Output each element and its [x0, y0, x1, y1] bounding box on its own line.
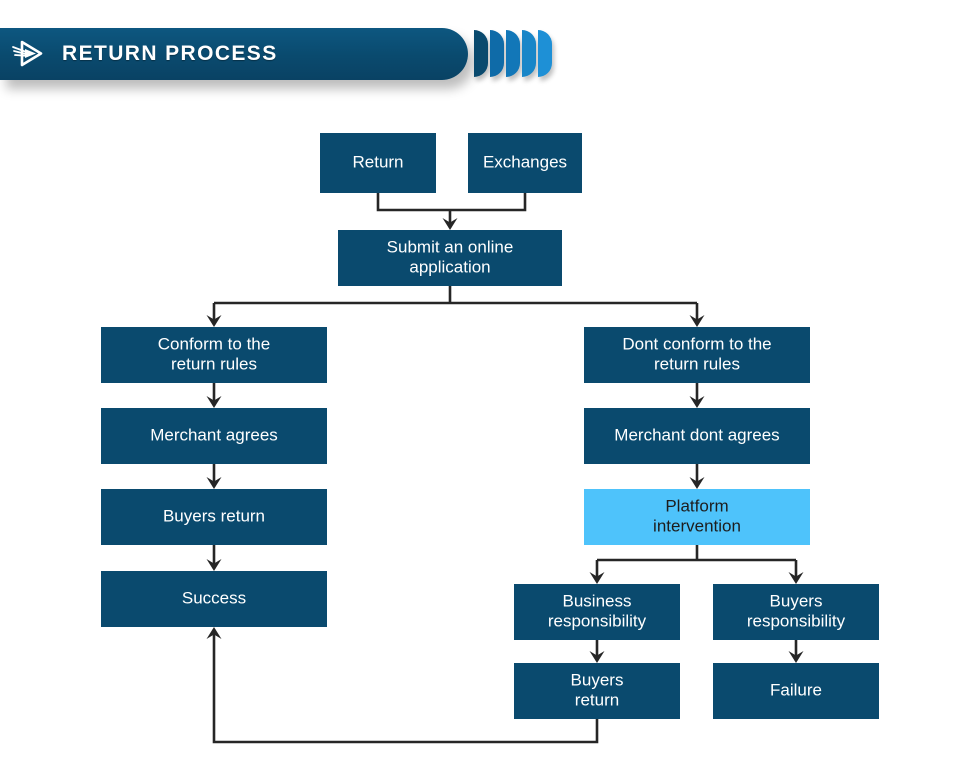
- flow-nodes: Return ExchangesSubmit an onlineapplicati…: [101, 133, 879, 719]
- flow-node-label: return rules: [654, 354, 740, 373]
- flow-node-label: Buyers: [770, 591, 823, 610]
- flow-node-label: Submit an online: [387, 237, 514, 256]
- flow-node-success[interactable]: Success: [101, 571, 327, 627]
- flow-node-label: Conform to the: [158, 334, 270, 353]
- flow-node-label: Merchant dont agrees: [614, 425, 779, 444]
- flow-node-failure[interactable]: Failure: [713, 663, 879, 719]
- flow-node-buyers-resp[interactable]: Buyersresponsibility: [713, 584, 879, 640]
- split-bus-submit: [214, 286, 697, 303]
- flow-node-label: responsibility: [548, 611, 647, 630]
- flow-node-label: Merchant agrees: [150, 425, 278, 444]
- flow-node-exchanges[interactable]: Exchanges: [468, 133, 582, 193]
- flow-node-buyers-return-left[interactable]: Buyers return: [101, 489, 327, 545]
- split-bus-platform: [597, 545, 796, 560]
- flow-node-return[interactable]: Return: [320, 133, 436, 193]
- flow-node-merchant-dont-agrees[interactable]: Merchant dont agrees: [584, 408, 810, 464]
- flow-node-label: return: [575, 690, 619, 709]
- flow-node-label: Failure: [770, 680, 822, 699]
- merge-bus-top: [378, 193, 525, 210]
- flow-node-business-resp[interactable]: Businessresponsibility: [514, 584, 680, 640]
- flow-node-label: responsibility: [747, 611, 846, 630]
- flow-node-label: Buyers: [571, 670, 624, 689]
- flow-node-label: Platform: [665, 496, 728, 515]
- flow-node-label: return rules: [171, 354, 257, 373]
- flow-node-label: Exchanges: [483, 152, 567, 171]
- flow-node-label: intervention: [653, 516, 741, 535]
- flow-node-label: application: [409, 257, 490, 276]
- flow-node-label: Success: [182, 588, 246, 607]
- flow-node-conform[interactable]: Conform to thereturn rules: [101, 327, 327, 383]
- flow-node-label: Business: [563, 591, 632, 610]
- flow-node-merchant-agrees[interactable]: Merchant agrees: [101, 408, 327, 464]
- flow-node-buyers-return-right[interactable]: Buyersreturn: [514, 663, 680, 719]
- flow-node-dont-conform[interactable]: Dont conform to thereturn rules: [584, 327, 810, 383]
- flow-node-label: Dont conform to the: [622, 334, 771, 353]
- flow-node-label: Buyers return: [163, 506, 265, 525]
- flow-node-platform[interactable]: Platformintervention: [584, 489, 810, 545]
- flow-node-label: Return: [352, 152, 403, 171]
- flow-node-submit[interactable]: Submit an onlineapplication: [338, 230, 562, 286]
